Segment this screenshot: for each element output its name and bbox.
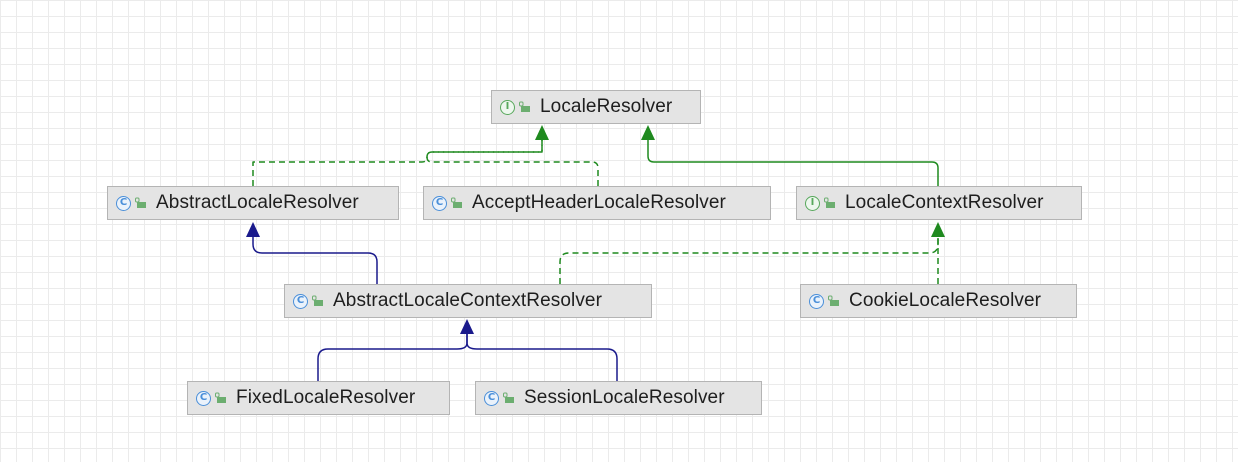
- edge-abstract-locale-context-resolver-to-abstract-locale-resolver: [252, 236, 378, 284]
- class-icon: C: [116, 195, 131, 211]
- node-locale-context-resolver[interactable]: I LocaleContextResolver: [796, 186, 1082, 220]
- public-access-icon: [828, 295, 840, 307]
- edge-abstract-locale-context-resolver-to-locale-context-resolver: [559, 237, 939, 284]
- class-icon: C: [196, 390, 211, 406]
- public-access-icon: [503, 392, 515, 404]
- edge-fixed-locale-resolver-to-abstract-locale-context-resolver: [317, 334, 468, 381]
- node-label: LocaleContextResolver: [845, 192, 1044, 213]
- node-label: AbstractLocaleContextResolver: [333, 290, 603, 311]
- node-cookie-locale-resolver[interactable]: C CookieLocaleResolver: [800, 284, 1077, 318]
- interface-icon: I: [805, 195, 820, 211]
- public-access-icon: [312, 295, 324, 307]
- node-label: FixedLocaleResolver: [236, 387, 416, 408]
- node-abstract-locale-context-resolver[interactable]: C AbstractLocaleContextResolver: [284, 284, 652, 318]
- public-access-icon: [519, 101, 531, 113]
- class-icon: C: [809, 293, 824, 309]
- node-label: LocaleResolver: [540, 96, 673, 117]
- node-label: CookieLocaleResolver: [849, 290, 1042, 311]
- node-session-locale-resolver[interactable]: C SessionLocaleResolver: [475, 381, 762, 415]
- arrowhead-abstract-locale-resolver: [246, 222, 260, 237]
- arrowhead-locale-resolver-right: [641, 125, 655, 140]
- node-abstract-locale-resolver[interactable]: C AbstractLocaleResolver: [107, 186, 399, 220]
- node-fixed-locale-resolver[interactable]: C FixedLocaleResolver: [187, 381, 450, 415]
- node-accept-header-locale-resolver[interactable]: C AcceptHeaderLocaleResolver: [423, 186, 771, 220]
- node-label: SessionLocaleResolver: [524, 387, 725, 408]
- node-label: AbstractLocaleResolver: [156, 192, 359, 213]
- public-access-icon: [215, 392, 227, 404]
- node-label: AcceptHeaderLocaleResolver: [472, 192, 726, 213]
- public-access-icon: [824, 197, 836, 209]
- edge-locale-context-resolver-to-locale-resolver: [647, 140, 939, 186]
- node-locale-resolver[interactable]: I LocaleResolver: [491, 90, 701, 124]
- arrowhead-abstract-locale-context-resolver: [460, 319, 474, 334]
- arrowhead-locale-context-resolver: [931, 222, 945, 237]
- class-icon: C: [484, 390, 499, 406]
- class-icon: C: [293, 293, 308, 309]
- class-icon: C: [432, 195, 447, 211]
- public-access-icon: [451, 197, 463, 209]
- edge-session-locale-resolver-to-abstract-locale-context-resolver: [466, 334, 618, 381]
- public-access-icon: [135, 197, 147, 209]
- edge-accept-header-locale-resolver-to-locale-resolver: [426, 140, 599, 186]
- interface-icon: I: [500, 99, 515, 115]
- edge-abstract-locale-resolver-to-locale-resolver: [252, 140, 543, 186]
- arrowhead-locale-resolver-left: [535, 125, 549, 140]
